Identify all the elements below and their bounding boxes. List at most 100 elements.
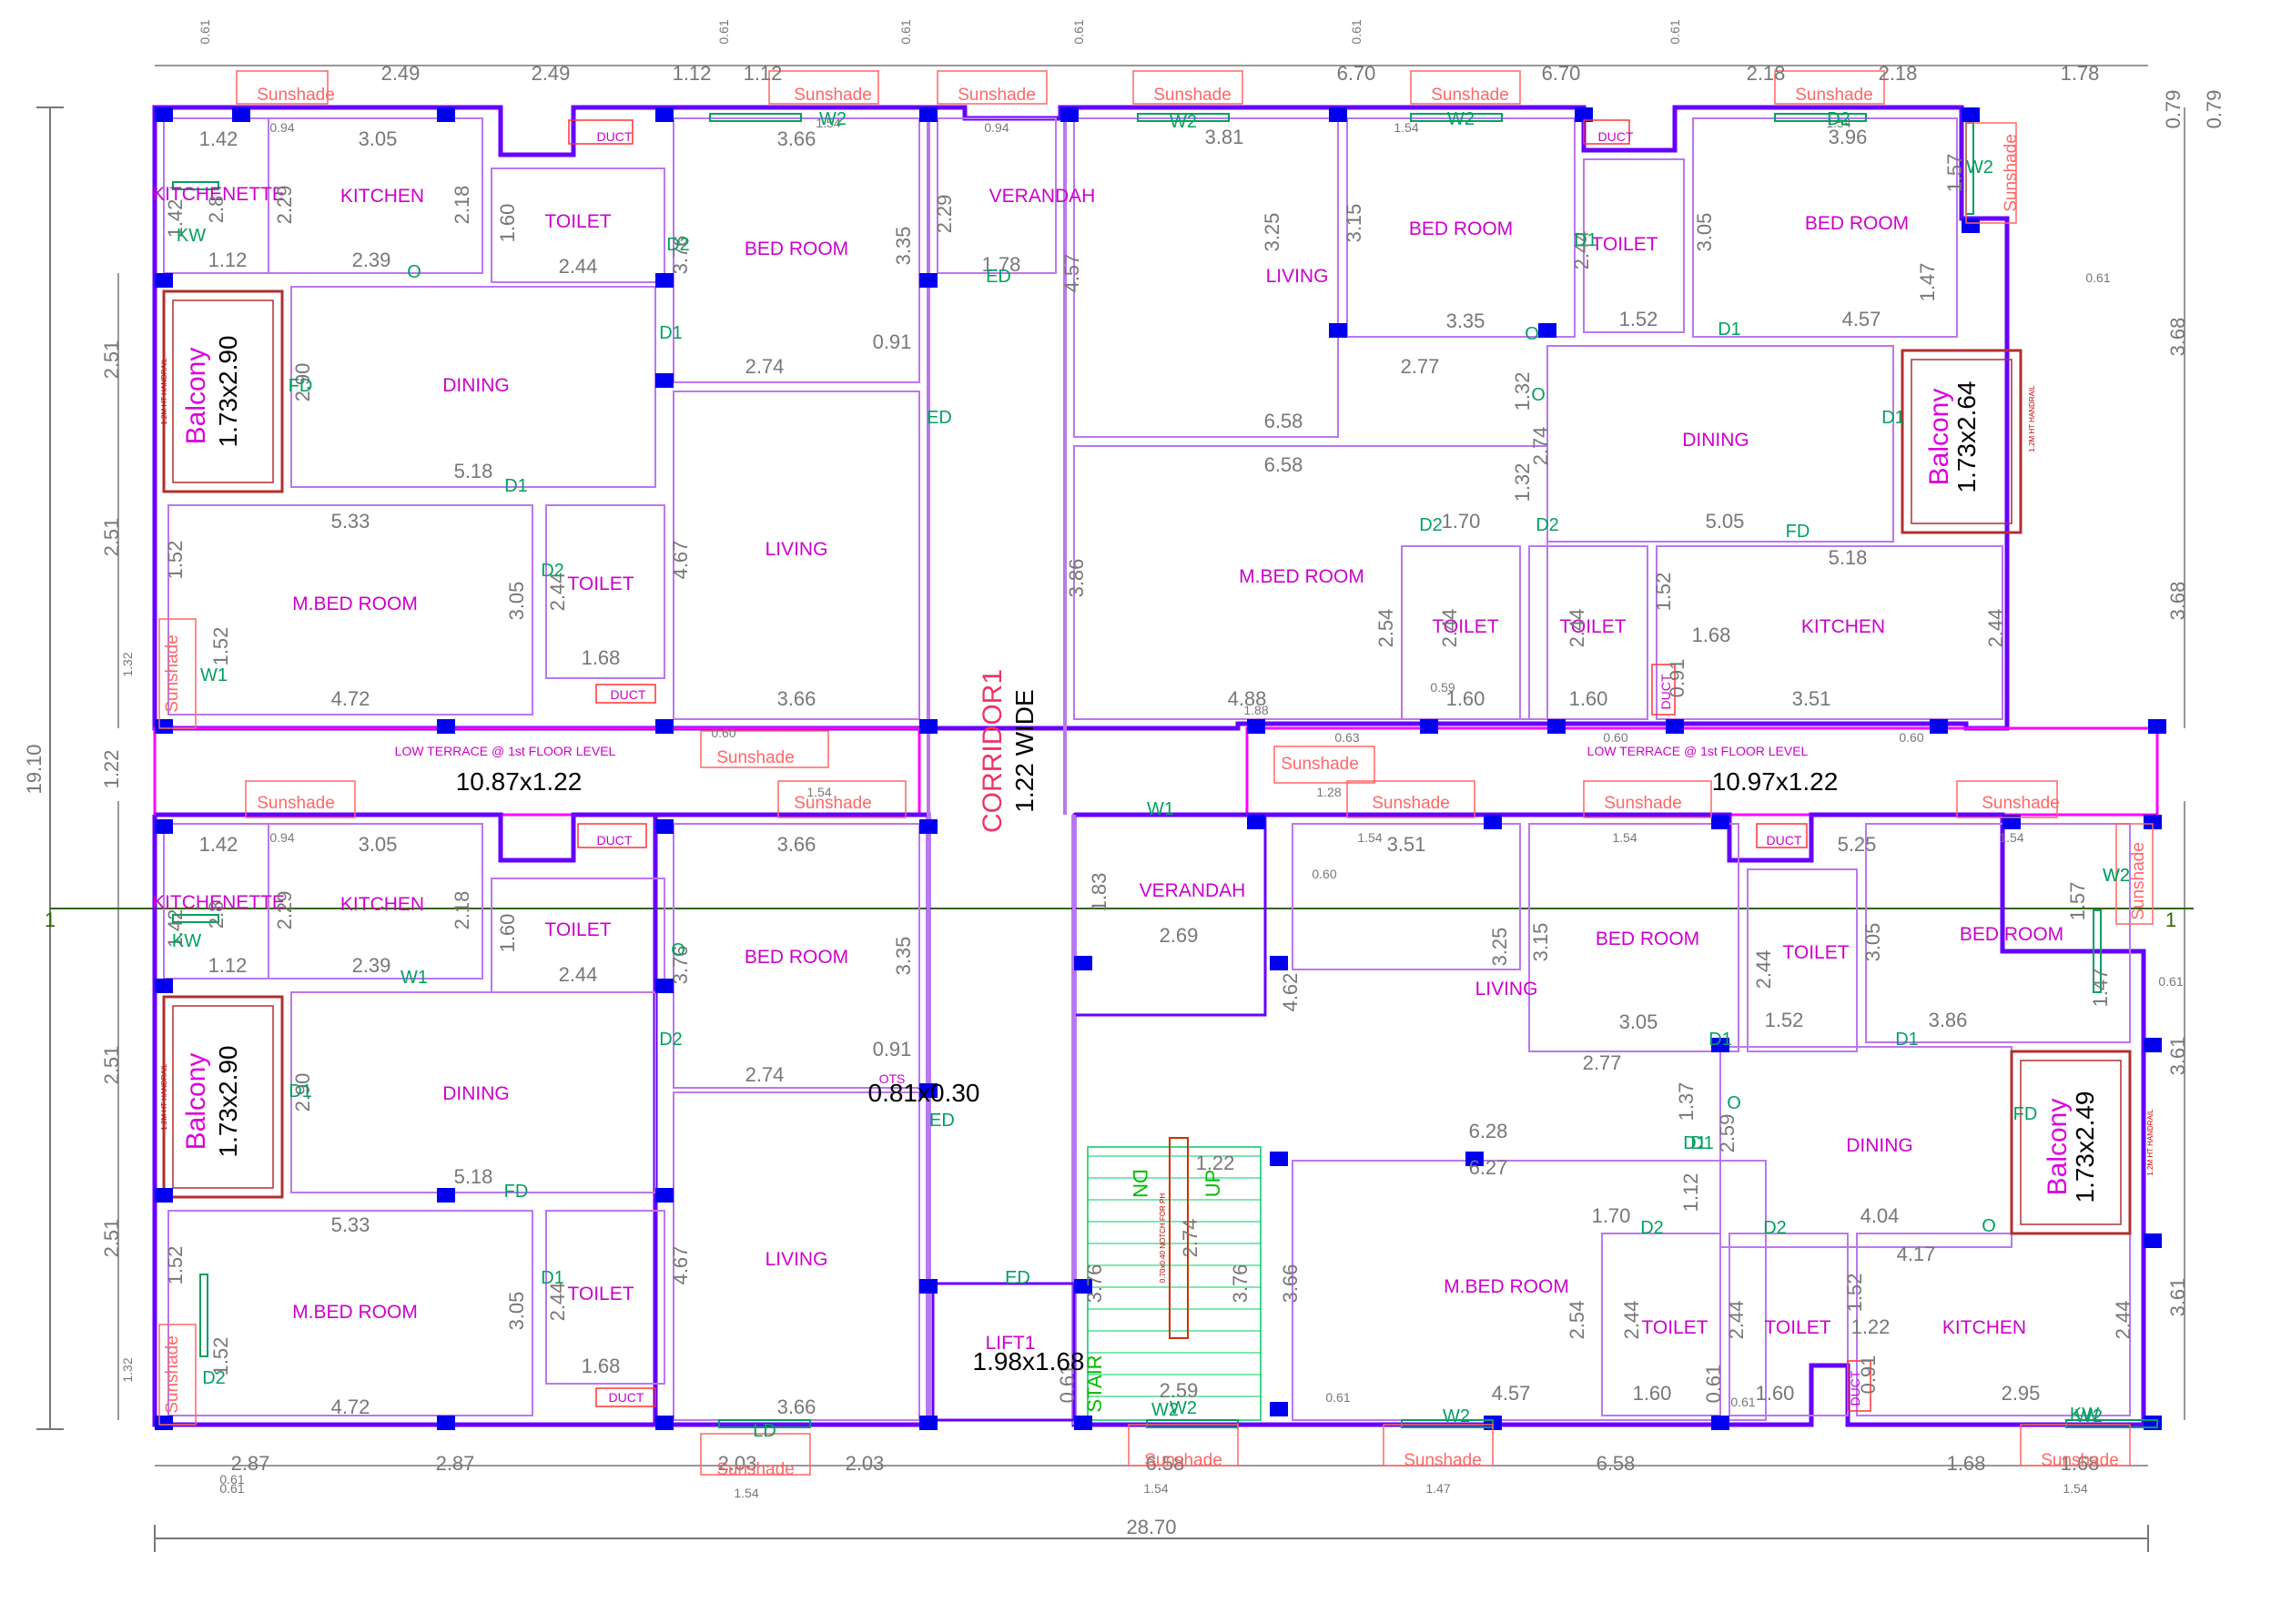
- duct-box: [595, 684, 656, 704]
- sunshade-label-5: Sunshade: [1795, 86, 1873, 105]
- terrace-size-2: 10.97x1.22: [1712, 767, 1839, 796]
- column: [1074, 956, 1092, 970]
- door-code-14: D1: [1574, 230, 1597, 250]
- room-dim-top-48: 5.18: [1829, 546, 1868, 569]
- lift-shaft: [931, 1282, 1076, 1422]
- room-dim-top-41: 6.58: [1264, 410, 1303, 432]
- small-mark-26: 0.61: [1730, 1395, 1755, 1409]
- column: [232, 107, 250, 122]
- window-strip: [2065, 1419, 2158, 1428]
- room-dim-top-12: 3.35: [892, 227, 915, 266]
- column: [919, 1416, 938, 1430]
- room-dim-top-5: 2.18: [451, 186, 473, 225]
- room-dim-bottom-28: 4.62: [1279, 973, 1302, 1012]
- outer-wall-bottom-left: [152, 812, 658, 1427]
- room-dim-bottom-2: 2.8: [205, 901, 228, 929]
- door-code-33: ED: [1005, 1268, 1030, 1288]
- room-dim-bottom-38: 1.57: [2066, 882, 2089, 921]
- balcony-size-2: 1.73x2.64: [1952, 381, 1981, 493]
- corridor-width: 1.22 WIDE: [1010, 689, 1039, 812]
- room-dim-top-34: 2.44: [1570, 231, 1593, 270]
- balcony-inner-2: [1911, 359, 2012, 524]
- room-dim-bottom-10: 3.66: [777, 833, 816, 856]
- room-dim-bottom-44: 2.59: [1716, 1114, 1739, 1153]
- door-code-17: D2: [1419, 515, 1443, 535]
- outer-wall-bottom-mid: [655, 812, 931, 1427]
- column: [919, 107, 938, 122]
- room-dim-top-1: 3.05: [359, 127, 398, 150]
- column: [1270, 1152, 1288, 1166]
- sunshade-box: [1583, 780, 1712, 818]
- sunshade-box: [768, 70, 879, 105]
- balcony-size-1: 1.73x2.90: [214, 336, 242, 448]
- door-code-11: W2: [1170, 112, 1197, 132]
- room-dim-bottom-41: 6.28: [1469, 1120, 1508, 1142]
- small-mark-1: 0.61: [716, 19, 731, 44]
- terrace-left: [153, 726, 921, 817]
- room-dim-bottom-61: 2.59: [1160, 1379, 1199, 1402]
- stair-label: STAIR: [1083, 1355, 1106, 1412]
- room-dim-bottom-37: 3.05: [1861, 923, 1884, 962]
- small-mark-6: 0.61: [219, 1481, 244, 1496]
- room-dim-bottom-19: 3.05: [505, 1292, 528, 1331]
- door-code-27: D1: [289, 1081, 312, 1101]
- room-dim-bottom-65: 3.76: [1229, 1264, 1252, 1304]
- column: [1711, 1416, 1729, 1430]
- window-strip: [172, 914, 219, 923]
- column: [919, 1279, 938, 1294]
- sunshade-box: [1128, 1424, 1239, 1467]
- door-code-21: D1: [1881, 408, 1905, 428]
- small-mark-0: 0.61: [198, 19, 212, 44]
- door-code-43: D1: [1683, 1133, 1707, 1153]
- ots-size: 0.81x0.30: [868, 1079, 980, 1107]
- room-dim-bottom-16: 5.18: [454, 1165, 493, 1188]
- room-dim-bottom-25: 3.66: [777, 1396, 816, 1418]
- door-code-4: FD: [289, 376, 313, 396]
- room-dim-bottom-56: 4.57: [1492, 1382, 1531, 1405]
- room-dim-bottom-31: 3.15: [1529, 923, 1552, 962]
- column: [1060, 107, 1079, 122]
- column: [2002, 815, 2021, 829]
- room-label-2: TOILET: [544, 211, 611, 232]
- kitchen-bottom: [268, 823, 483, 979]
- bottom-dim-3: 2.03: [846, 1452, 885, 1475]
- room-label-4: VERANDAH: [989, 186, 1096, 207]
- room-dim-bottom-30: 3.25: [1488, 928, 1511, 967]
- column: [1247, 815, 1265, 829]
- room-label-33: TOILET: [1641, 1317, 1708, 1338]
- toilet-bottom-5: [1729, 1233, 1849, 1416]
- door-code-0: KW: [177, 226, 206, 246]
- kitchen-top-2: [1656, 545, 2003, 720]
- column: [155, 719, 173, 734]
- kitchen-top: [268, 117, 483, 274]
- door-code-3: D1: [659, 323, 683, 343]
- column: [1074, 1416, 1092, 1430]
- column: [655, 107, 674, 122]
- column: [655, 719, 674, 734]
- sunshade-box: [158, 618, 197, 729]
- room-label-31: DINING: [1846, 1135, 1913, 1156]
- window-strip: [1146, 1419, 1239, 1428]
- room-dim-bottom-13: 2.74: [745, 1063, 785, 1086]
- verandah-top: [937, 117, 1057, 274]
- room-dim-bottom-53: 1.52: [1843, 1274, 1866, 1313]
- door-code-50: W2: [1170, 1398, 1197, 1418]
- door-code-8: ED: [986, 267, 1011, 287]
- room-dim-top-24: 4.67: [669, 541, 692, 580]
- top-dim-10: 0.79: [2203, 90, 2225, 129]
- small-mark-3: 0.61: [1071, 19, 1086, 44]
- room-dim-top-16: 5.18: [454, 460, 493, 482]
- column: [1962, 218, 1980, 233]
- toilet-bottom-4: [1601, 1233, 1721, 1416]
- column: [1547, 719, 1566, 734]
- door-code-37: W2: [2075, 1406, 2103, 1426]
- left-dim-0: 2.51: [100, 340, 123, 380]
- toilet-top-1: [491, 167, 665, 283]
- duct-box: [568, 119, 634, 145]
- column: [1930, 719, 1948, 734]
- balcony-size-3: 1.73x2.90: [214, 1046, 242, 1158]
- bottom-dim-1: 2.87: [436, 1452, 475, 1475]
- bottom-dim-11: 1.47: [1425, 1481, 1450, 1496]
- room-dim-top-27: 1.78: [982, 253, 1021, 276]
- room-label-20: TOILET: [544, 919, 611, 940]
